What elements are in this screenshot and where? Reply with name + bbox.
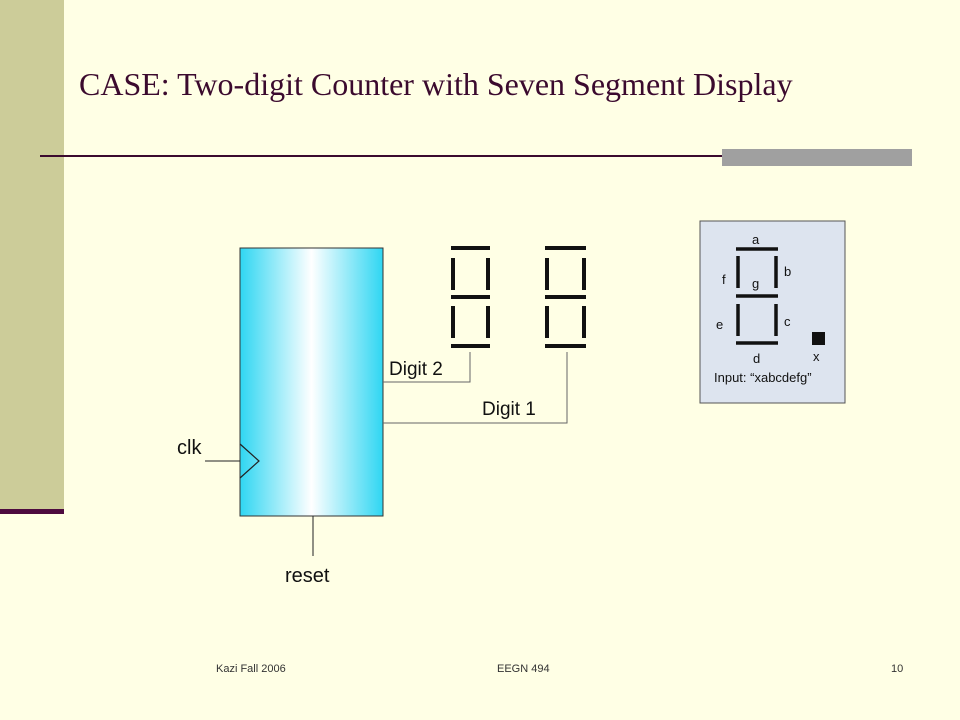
digit2-label: Digit 2: [389, 359, 443, 380]
legend-label-d: d: [753, 351, 760, 366]
segment-legend-panel: a b f g c e d x Input: “xabcdefg”: [699, 220, 846, 404]
title-accent-bar: [722, 149, 912, 166]
footer-author: Kazi Fall 2006: [216, 663, 286, 675]
footer-page-number: 10: [891, 663, 904, 675]
legend-background: [699, 220, 846, 404]
sidebar-bar: [0, 0, 64, 511]
legend-label-e: e: [716, 317, 723, 332]
digit2-bus-line: [383, 352, 471, 383]
clk-label: clk: [177, 437, 202, 459]
legend-label-x: x: [813, 349, 820, 364]
legend-label-c: c: [784, 314, 791, 329]
sidebar-bar-foot: [0, 509, 64, 514]
footer-course: EEGN 494: [497, 663, 550, 675]
legend-label-b: b: [784, 264, 791, 279]
legend-label-a: a: [752, 232, 760, 247]
legend-label-g: g: [752, 276, 759, 291]
title-underline: [40, 155, 912, 157]
slide-title: CASE: Two-digit Counter with Seven Segme…: [79, 66, 793, 102]
legend-decimal-point: [812, 332, 825, 345]
legend-label-f: f: [722, 272, 726, 287]
seven-segment-digit-2: [451, 246, 490, 348]
seven-segment-digit-1: [545, 246, 586, 348]
legend-input-caption: Input: “xabcdefg”: [714, 370, 812, 385]
digit1-bus-line: [383, 352, 568, 424]
counter-block: [239, 247, 384, 517]
clock-input-triangle: [239, 443, 260, 479]
digit1-label: Digit 1: [482, 399, 536, 420]
reset-label: reset: [285, 565, 330, 587]
legend-segments: [736, 247, 778, 345]
